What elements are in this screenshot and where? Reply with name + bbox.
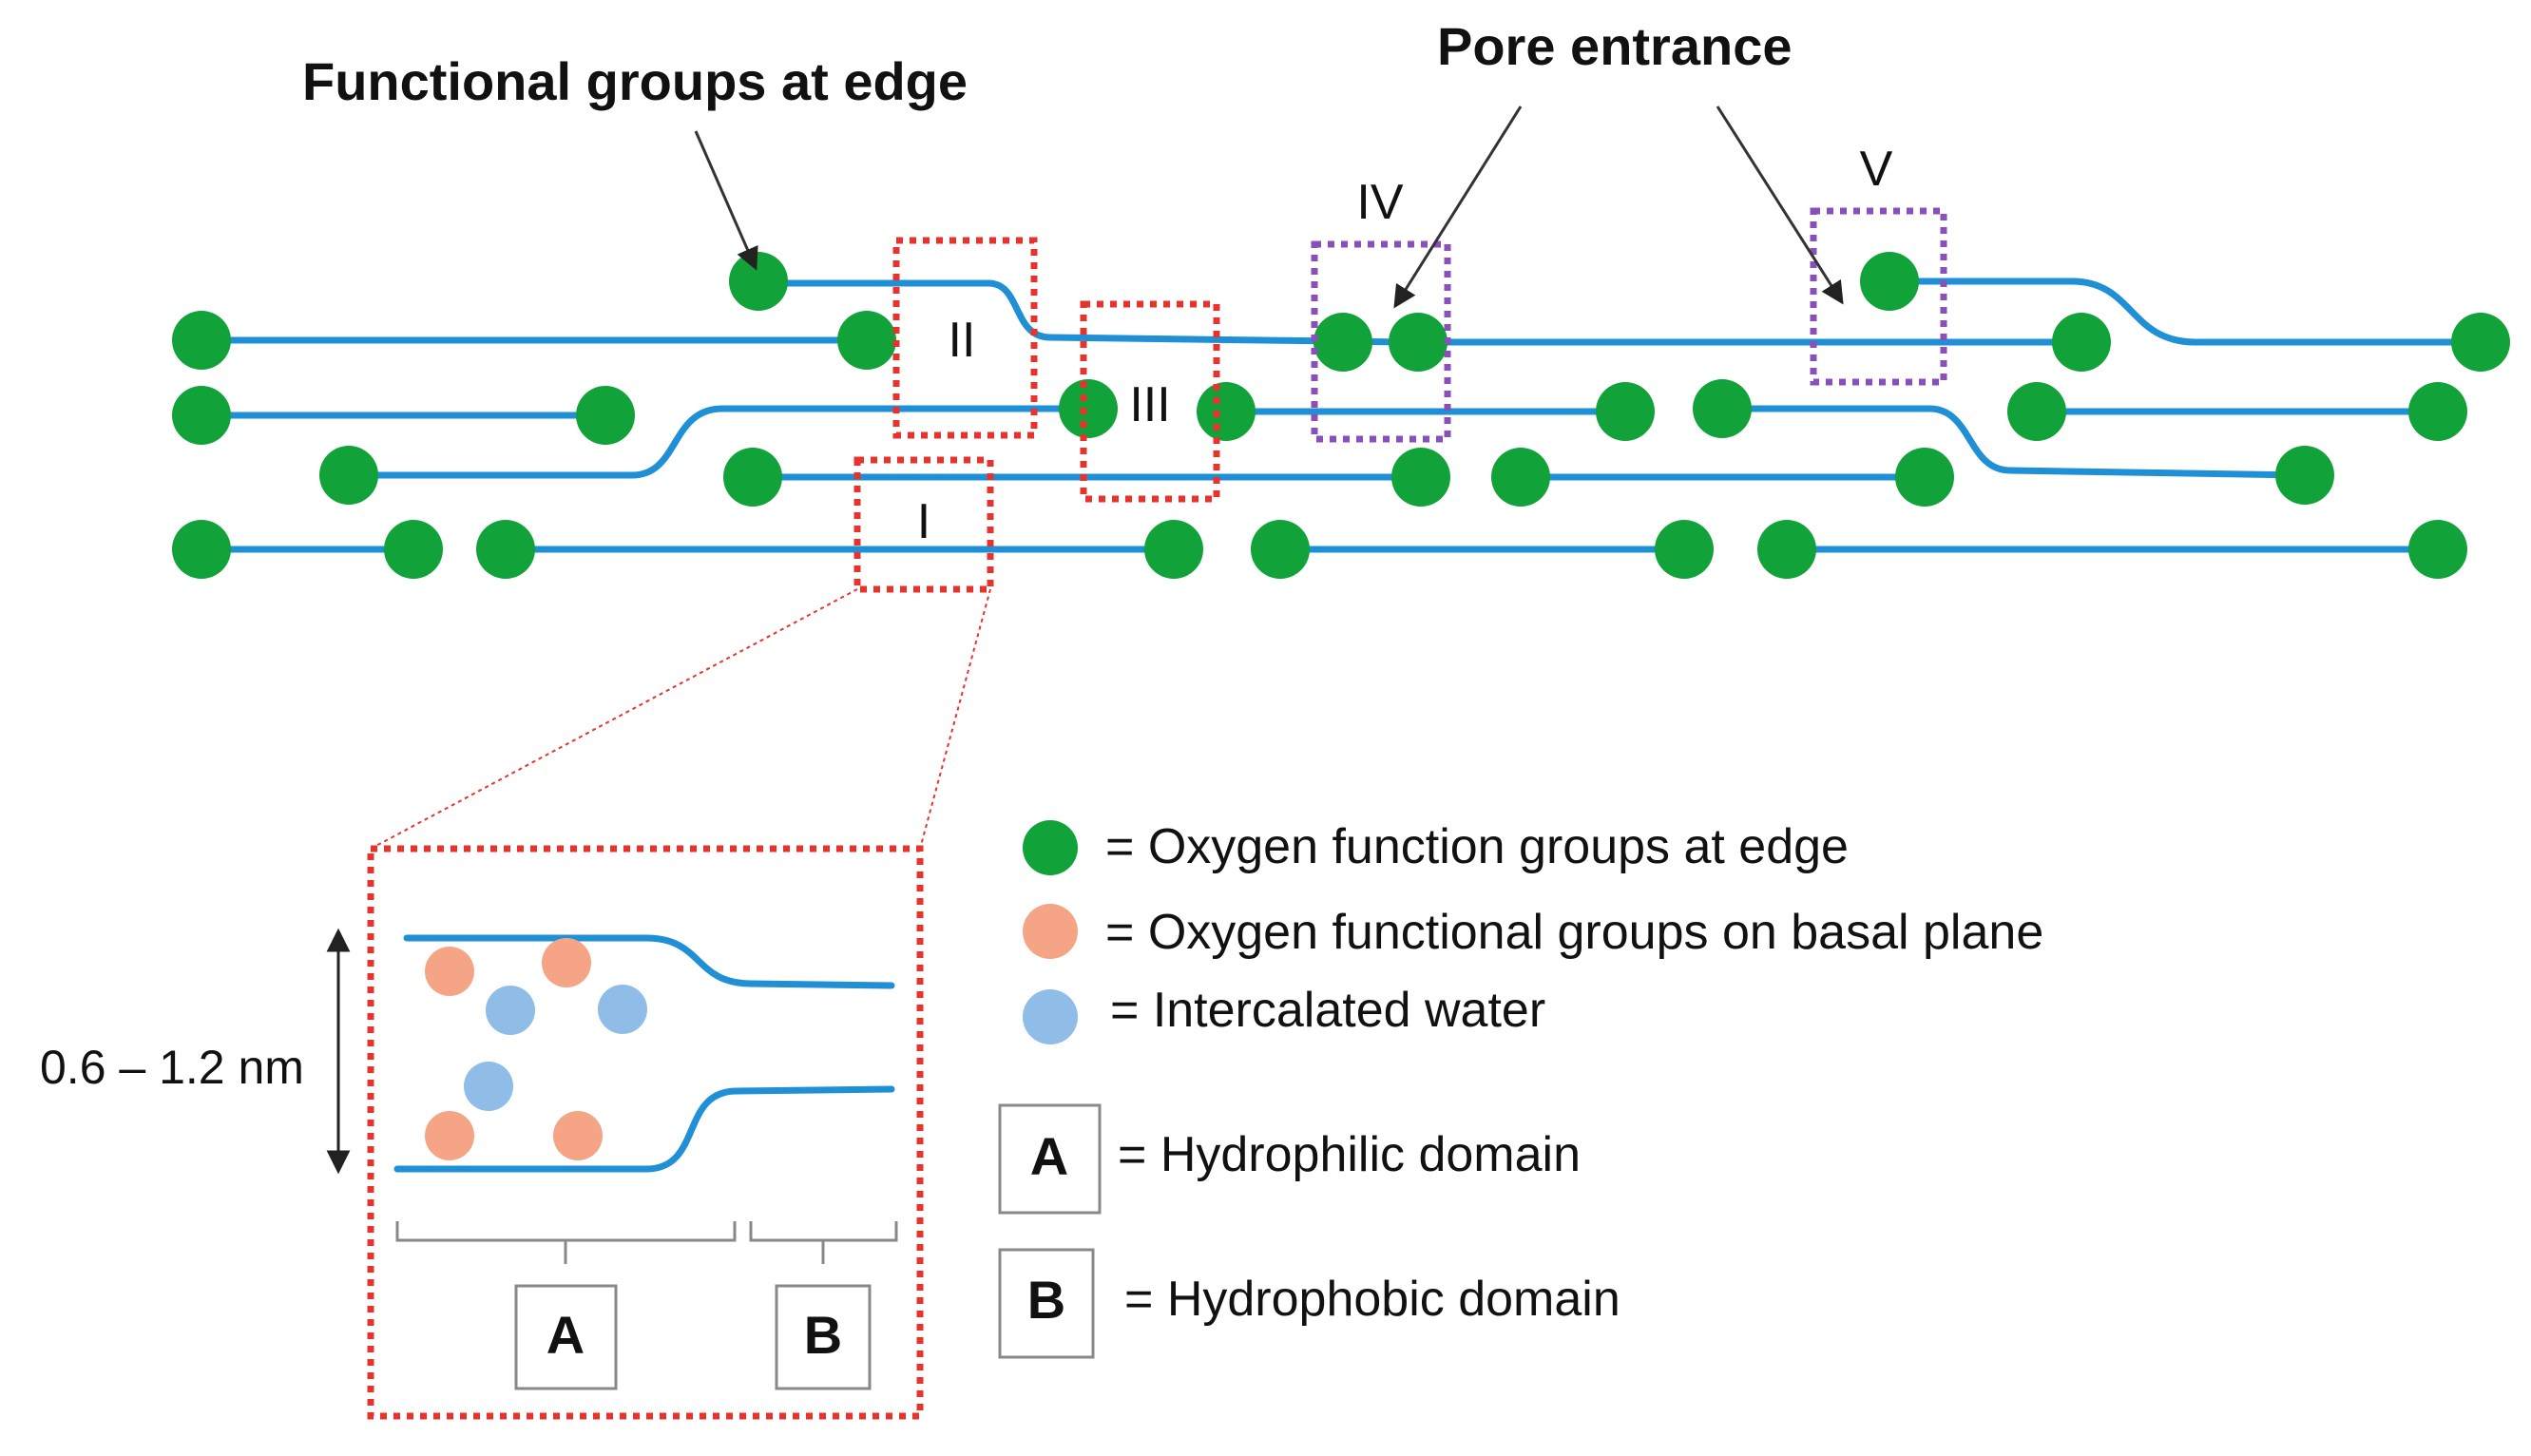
water-dot xyxy=(486,986,535,1035)
legend-basal-swatch xyxy=(1023,904,1078,959)
region-box-IV xyxy=(1311,240,1451,443)
domain-B-letter: B xyxy=(804,1305,842,1365)
water-dot xyxy=(464,1062,513,1111)
edge-group-dot xyxy=(1491,448,1550,507)
edge-group-dot xyxy=(476,520,535,579)
edge-group-dot xyxy=(837,311,896,370)
arrow-pore-entrance-v xyxy=(1716,105,1844,305)
edge-group-dot xyxy=(172,386,231,445)
inset-sheet-bottom xyxy=(393,1085,895,1173)
legend-edge-label: = Oxygen function groups at edge xyxy=(1105,819,1849,874)
region-label-IV: IV xyxy=(1356,175,1403,230)
inset-zoom: 0.6 – 1.2 nm A B xyxy=(40,845,924,1420)
edge-group-dot xyxy=(2408,520,2467,579)
domain-A-letter: A xyxy=(546,1305,585,1365)
water-dot xyxy=(598,985,647,1034)
graphene-sheets xyxy=(198,278,2484,553)
interlayer-distance-arrow xyxy=(326,928,351,1175)
legend-hydrophobic-label: = Hydrophobic domain xyxy=(1124,1272,1620,1327)
zoom-guides xyxy=(370,588,991,850)
region-label-I: I xyxy=(917,494,930,549)
edge-group-dot xyxy=(1059,379,1118,438)
edge-group-dot xyxy=(1391,448,1450,507)
functional-groups-title: Functional groups at edge xyxy=(302,51,968,111)
legend-A-letter: A xyxy=(1030,1126,1068,1186)
edge-group-dot xyxy=(1860,252,1919,311)
sheet-line xyxy=(1716,405,2309,479)
edge-group-dot xyxy=(1313,313,1372,372)
sheet-line xyxy=(345,405,1092,479)
edge-group-dot xyxy=(729,252,788,311)
domain-B-box xyxy=(775,1284,872,1390)
region-box-II xyxy=(892,237,1038,439)
interlayer-distance-label: 0.6 – 1.2 nm xyxy=(40,1041,304,1094)
zoom-guide-right xyxy=(919,588,991,850)
legend-B-box xyxy=(998,1248,1095,1359)
sheet-line xyxy=(1883,278,2484,346)
edge-group-dot xyxy=(1655,520,1714,579)
edge-group-dot xyxy=(319,446,378,505)
sheet-line xyxy=(755,279,1410,346)
domain-brackets xyxy=(395,1221,898,1264)
legend-A-box xyxy=(998,1103,1102,1215)
edge-group-dot xyxy=(576,386,635,445)
domain-label-boxes: A B xyxy=(514,1284,872,1390)
inset-sheet-top xyxy=(403,934,895,989)
edge-group-dot xyxy=(384,520,443,579)
basal-group-dot xyxy=(425,1111,474,1160)
edge-group-dot xyxy=(1693,379,1752,438)
arrow-functional-groups xyxy=(694,130,758,271)
legend-basal-label: = Oxygen functional groups on basal plan… xyxy=(1105,905,2043,960)
region-box-I xyxy=(853,456,994,593)
region-label-V: V xyxy=(1860,142,1893,197)
callout-arrows xyxy=(694,105,1844,309)
region-label-II: II xyxy=(949,313,976,368)
legend-water-swatch xyxy=(1023,989,1078,1044)
legend: = Oxygen function groups at edge = Oxyge… xyxy=(998,819,2043,1359)
edge-group-dot xyxy=(172,311,231,370)
legend-B-letter: B xyxy=(1027,1270,1065,1330)
edge-group-dot xyxy=(2275,446,2334,505)
region-label-III: III xyxy=(1129,377,1170,432)
domain-A-box xyxy=(514,1284,618,1390)
basal-group-dot xyxy=(425,947,474,996)
region-boxes xyxy=(853,207,1947,593)
region-labels: II III I IV V xyxy=(917,142,1893,549)
basal-oxygen-groups xyxy=(425,938,603,1160)
edge-group-dot xyxy=(1757,520,1816,579)
edge-group-dot xyxy=(1389,313,1448,372)
edge-group-dot xyxy=(723,448,782,507)
arrow-pore-entrance-iv xyxy=(1393,105,1523,309)
edge-group-dot xyxy=(172,520,231,579)
edge-group-dot xyxy=(2052,313,2111,372)
edge-group-dot xyxy=(1144,520,1203,579)
legend-edge-swatch xyxy=(1023,820,1078,875)
pore-entrance-title: Pore entrance xyxy=(1437,16,1793,76)
intercalated-water xyxy=(464,985,647,1111)
basal-group-dot xyxy=(542,938,591,987)
edge-oxygen-groups xyxy=(172,252,2510,579)
legend-hydrophilic-label: = Hydrophilic domain xyxy=(1118,1127,1581,1182)
legend-water-label: = Intercalated water xyxy=(1110,983,1545,1038)
edge-group-dot xyxy=(2007,382,2066,441)
basal-group-dot xyxy=(553,1111,603,1160)
region-box-V xyxy=(1810,207,1947,386)
bracket-B xyxy=(749,1221,898,1264)
edge-group-dot xyxy=(2451,313,2510,372)
edge-group-dot xyxy=(1251,520,1310,579)
bracket-A xyxy=(395,1221,737,1264)
edge-group-dot xyxy=(1596,382,1655,441)
zoom-guide-left xyxy=(370,588,858,850)
edge-group-dot xyxy=(1895,448,1954,507)
region-box-III xyxy=(1080,300,1220,503)
edge-group-dot xyxy=(1197,382,1256,441)
edge-group-dot xyxy=(2408,382,2467,441)
